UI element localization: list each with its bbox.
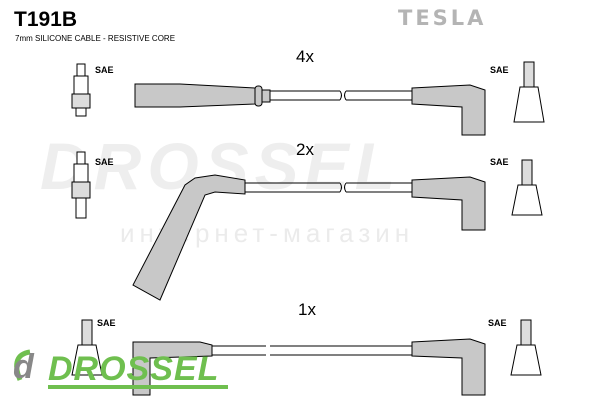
terminal-cap-left-3 (71, 319, 103, 376)
row3-right-sae: SAE (488, 318, 507, 328)
boot-right-3 (411, 338, 486, 396)
terminal-cap-2 (511, 159, 543, 216)
row2-right-sae: SAE (490, 157, 509, 167)
drossel-logo-mark: d (13, 348, 228, 389)
row3-quantity: 1x (298, 300, 316, 319)
svg-text:d: d (13, 348, 35, 386)
row1-quantity: 4x (296, 47, 314, 66)
row2-quantity: 2x (296, 140, 314, 159)
drossel-logo-text: DROSSEL (48, 350, 220, 388)
boot-left-3 (132, 341, 213, 396)
terminal-cap-right-3 (510, 319, 542, 376)
part-number: T191B (14, 8, 78, 31)
spark-plug-2 (71, 151, 91, 219)
row1-left-sae: SAE (95, 65, 114, 75)
boot-right-1 (411, 84, 486, 136)
boot-right-2 (411, 176, 486, 231)
brand-logo: TESLA (398, 6, 487, 30)
row1-right-sae: SAE (490, 65, 509, 75)
terminal-cap-1 (513, 61, 545, 123)
row3-left-sae: SAE (97, 318, 116, 328)
boot-left-2 (132, 174, 246, 301)
row2-left-sae: SAE (95, 157, 114, 167)
spark-plug-1 (71, 63, 91, 117)
cable-description: 7mm SILICONE CABLE - RESISTIVE CORE (15, 34, 176, 43)
boot-left-1 (134, 83, 256, 108)
